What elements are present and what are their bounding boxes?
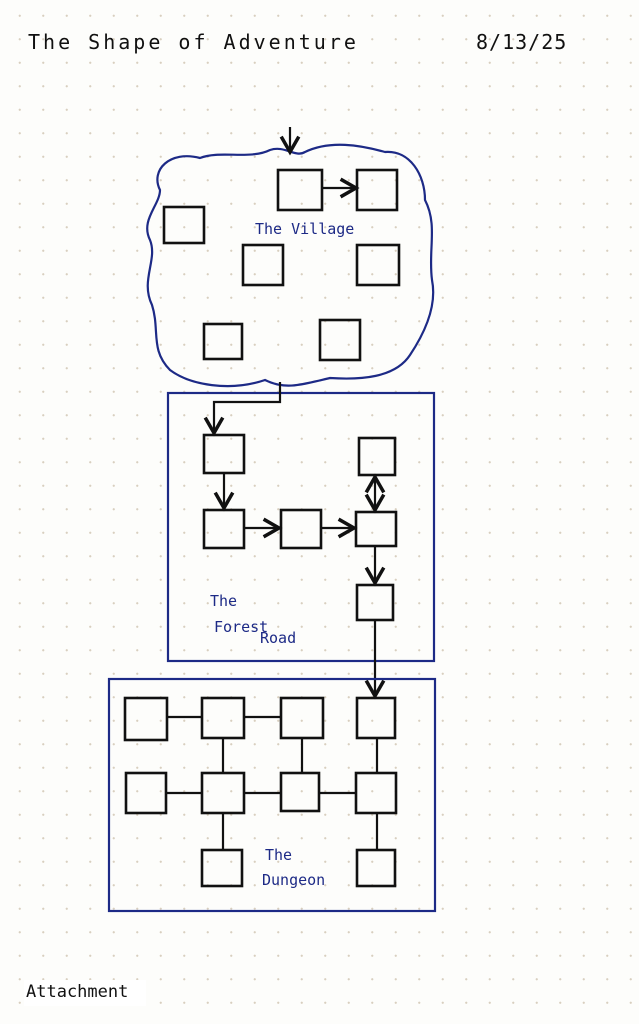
room — [202, 508, 246, 550]
arrow — [203, 382, 282, 437]
zone-label: Dungeon — [262, 871, 325, 889]
room — [162, 205, 206, 245]
room — [200, 848, 244, 888]
zone-label: The Village — [255, 220, 354, 238]
room — [276, 168, 324, 212]
room — [357, 436, 397, 477]
room — [279, 508, 323, 550]
room — [354, 510, 398, 548]
attachment-label: Attachment — [24, 980, 147, 1006]
zone-label: The — [210, 592, 237, 610]
page-title: The Shape of Adventure — [28, 30, 359, 54]
room — [318, 318, 362, 362]
dungeon-outline — [107, 677, 437, 913]
room — [202, 322, 244, 361]
room — [355, 696, 397, 740]
room — [355, 848, 397, 888]
room — [241, 243, 285, 287]
room — [200, 696, 246, 740]
room — [123, 696, 169, 742]
room — [354, 771, 398, 815]
zone-forest-road: The Forest Road — [166, 382, 436, 700]
zone-label: The — [265, 846, 292, 864]
room — [202, 433, 246, 475]
room — [355, 243, 401, 287]
village-outline — [146, 143, 435, 388]
room — [124, 771, 168, 815]
corridors — [166, 715, 379, 850]
zone-village: The Village — [146, 127, 435, 388]
room — [355, 168, 399, 212]
zone-dungeon: The Dungeon — [107, 677, 437, 913]
date: 8/13/25 — [476, 30, 568, 54]
room — [200, 771, 246, 815]
room — [279, 771, 321, 813]
zone-label: Forest — [214, 618, 268, 636]
room — [279, 696, 325, 740]
room — [355, 583, 395, 622]
zone-label: Road — [260, 629, 296, 647]
forest-outline — [166, 391, 436, 663]
